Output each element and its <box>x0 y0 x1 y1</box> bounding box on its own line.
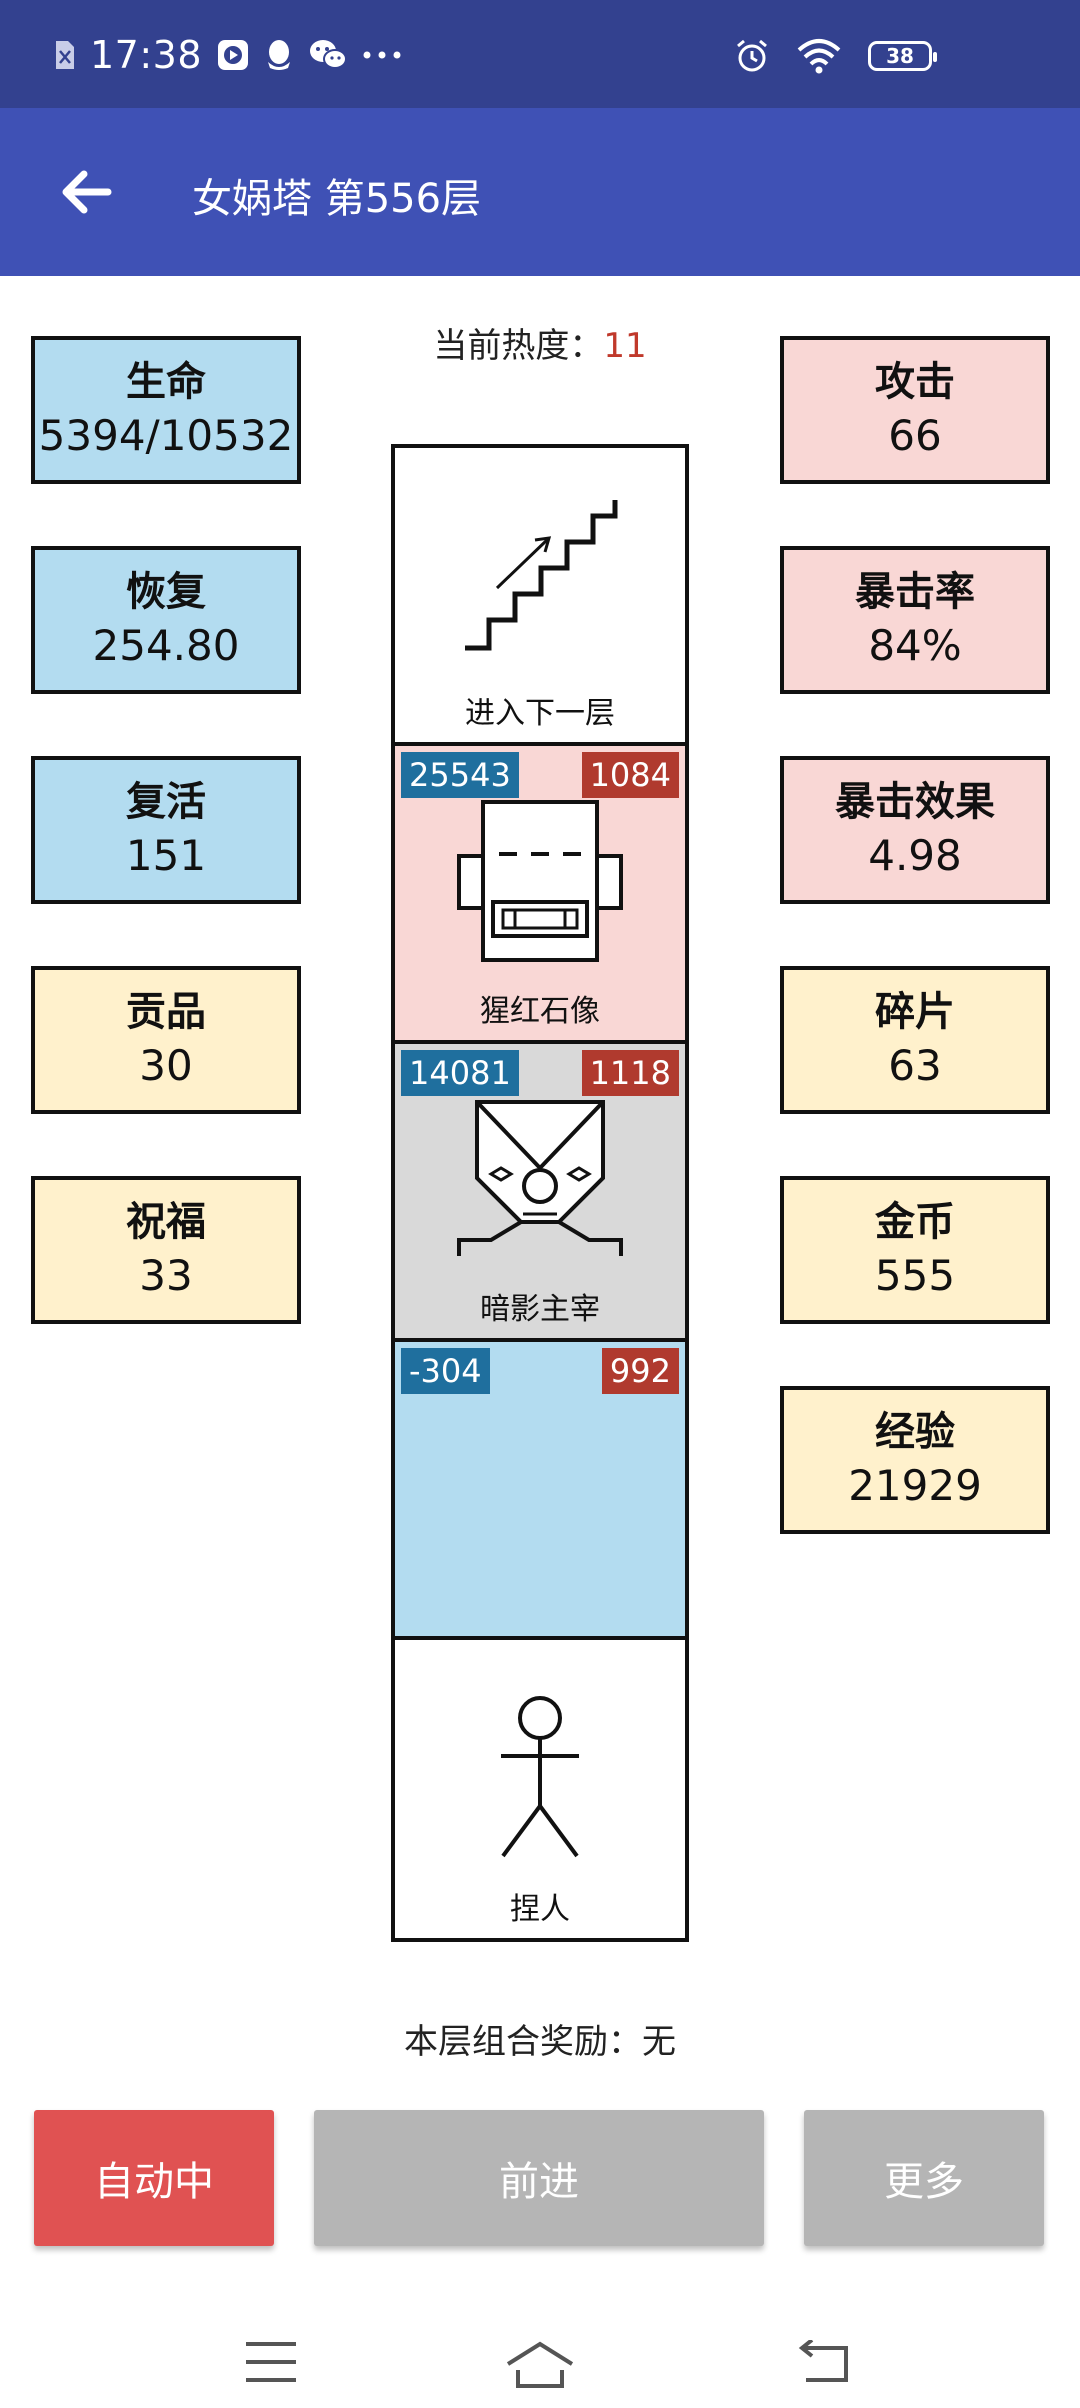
play-badge-icon <box>218 40 249 70</box>
stat-title: 经验 <box>875 1409 955 1455</box>
tower-cell-empty[interactable]: -304 992 <box>395 1342 685 1640</box>
stat-card-fragments: 碎片 63 <box>780 966 1050 1114</box>
tower: 进入下一层 25543 1084 猩红石像 14081 1118 暗影主宰 <box>391 444 689 1942</box>
page-title: 女娲塔 第556层 <box>192 176 482 222</box>
stat-title: 金币 <box>875 1199 955 1245</box>
stat-title: 暴击率 <box>855 569 975 615</box>
cell-hp-tag: -304 <box>401 1348 490 1394</box>
enemy-attack-tag: 1118 <box>581 1050 679 1096</box>
system-nav-bar <box>0 2300 1080 2408</box>
tower-cell-player[interactable]: 捏人 <box>395 1640 685 1938</box>
battery-level: 38 <box>886 44 914 68</box>
stat-card-gold: 金币 555 <box>780 1176 1050 1324</box>
menu-icon[interactable] <box>244 2340 298 2384</box>
shadow-lord-icon <box>457 1100 623 1256</box>
battery-icon: 38 <box>868 41 937 71</box>
status-time: 17:38 <box>90 33 203 77</box>
tower-cell-enemy-shadow-lord[interactable]: 14081 1118 暗影主宰 <box>395 1044 685 1342</box>
stat-value: 254.80 <box>92 621 240 670</box>
stat-title: 碎片 <box>875 989 955 1035</box>
stat-value: 33 <box>139 1251 193 1300</box>
stat-card-blessing: 祝福 33 <box>31 1176 301 1324</box>
wifi-icon <box>797 39 841 74</box>
stat-card-crit-rate: 暴击率 84% <box>780 546 1050 694</box>
status-bar: 17:38 <box>0 0 1080 108</box>
stat-value: 4.98 <box>868 831 962 880</box>
crimson-statue-icon <box>457 800 623 962</box>
back-nav-icon[interactable] <box>796 2340 850 2384</box>
stairs-icon <box>465 500 618 651</box>
auto-button[interactable]: 自动中 <box>34 2110 274 2246</box>
stat-card-attack: 攻击 66 <box>780 336 1050 484</box>
stat-value: 151 <box>125 831 207 880</box>
stat-title: 暴击效果 <box>835 779 995 825</box>
stat-value: 66 <box>888 411 942 460</box>
cell-attack-tag: 992 <box>601 1348 679 1394</box>
status-right: 38 <box>734 38 937 74</box>
stat-card-revive: 复活 151 <box>31 756 301 904</box>
stat-value: 63 <box>888 1041 942 1090</box>
wechat-icon <box>310 40 348 69</box>
heat-value: 11 <box>603 326 647 366</box>
stat-card-hp: 生命 5394/10532 <box>31 336 301 484</box>
stat-card-tribute: 贡品 30 <box>31 966 301 1114</box>
player-label: 捏人 <box>510 1892 570 1927</box>
stat-title: 复活 <box>126 779 206 825</box>
stat-value: 555 <box>874 1251 956 1300</box>
back-arrow-icon[interactable] <box>54 160 118 224</box>
heat-indicator: 当前热度：11 <box>0 318 1080 367</box>
stat-card-regen: 恢复 254.80 <box>31 546 301 694</box>
enemy-hp-tag: 14081 <box>401 1050 519 1096</box>
stat-title: 贡品 <box>126 989 206 1035</box>
stat-value: 5394/10532 <box>38 411 294 460</box>
enemy-hp-tag: 25543 <box>401 752 519 798</box>
app-bar: 女娲塔 第556层 <box>0 108 1080 276</box>
stat-value: 21929 <box>848 1461 982 1510</box>
alarm-icon <box>737 39 767 72</box>
more-button[interactable]: 更多 <box>804 2110 1044 2246</box>
stat-title: 生命 <box>126 359 206 405</box>
stairs-label: 进入下一层 <box>465 696 615 731</box>
sim-off-icon <box>56 41 74 69</box>
stat-title: 祝福 <box>126 1199 206 1245</box>
forward-button[interactable]: 前进 <box>314 2110 764 2246</box>
stat-card-crit-effect: 暴击效果 4.98 <box>780 756 1050 904</box>
stat-title: 恢复 <box>126 569 206 615</box>
floor-combo-reward: 本层组合奖励：无 <box>404 2022 676 2062</box>
stick-figure-icon <box>501 1696 579 1858</box>
qq-icon <box>268 40 291 70</box>
tower-cell-stairs[interactable]: 进入下一层 <box>395 448 685 746</box>
stat-title: 攻击 <box>875 359 955 405</box>
stat-card-exp: 经验 21929 <box>780 1386 1050 1534</box>
home-icon[interactable] <box>504 2340 576 2388</box>
heat-label: 当前热度： <box>433 326 604 366</box>
enemy-name: 猩红石像 <box>480 994 600 1029</box>
enemy-attack-tag: 1084 <box>581 752 679 798</box>
stat-value: 84% <box>868 621 962 670</box>
more-dots-icon <box>363 51 401 59</box>
stat-value: 30 <box>139 1041 193 1090</box>
status-left: 17:38 <box>54 30 402 80</box>
tower-cell-enemy-crimson-statue[interactable]: 25543 1084 猩红石像 <box>395 746 685 1044</box>
enemy-name: 暗影主宰 <box>480 1292 600 1327</box>
